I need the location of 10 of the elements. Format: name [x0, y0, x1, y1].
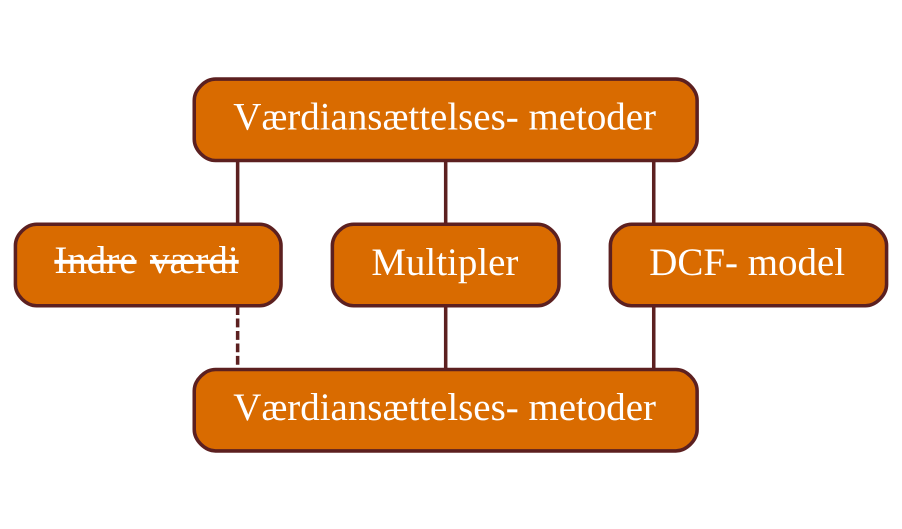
node-box: DCF- model: [608, 222, 888, 307]
node-box: Multipler: [330, 222, 561, 307]
connector: [444, 306, 448, 369]
connector: [444, 160, 448, 224]
connector: [652, 160, 656, 224]
node-box: Værdiansættelses- metoder: [192, 367, 699, 452]
node-box: Indre værdi: [14, 222, 283, 307]
connector: [236, 160, 240, 224]
node-box: Værdiansættelses- metoder: [192, 76, 699, 162]
connector: [652, 306, 656, 369]
